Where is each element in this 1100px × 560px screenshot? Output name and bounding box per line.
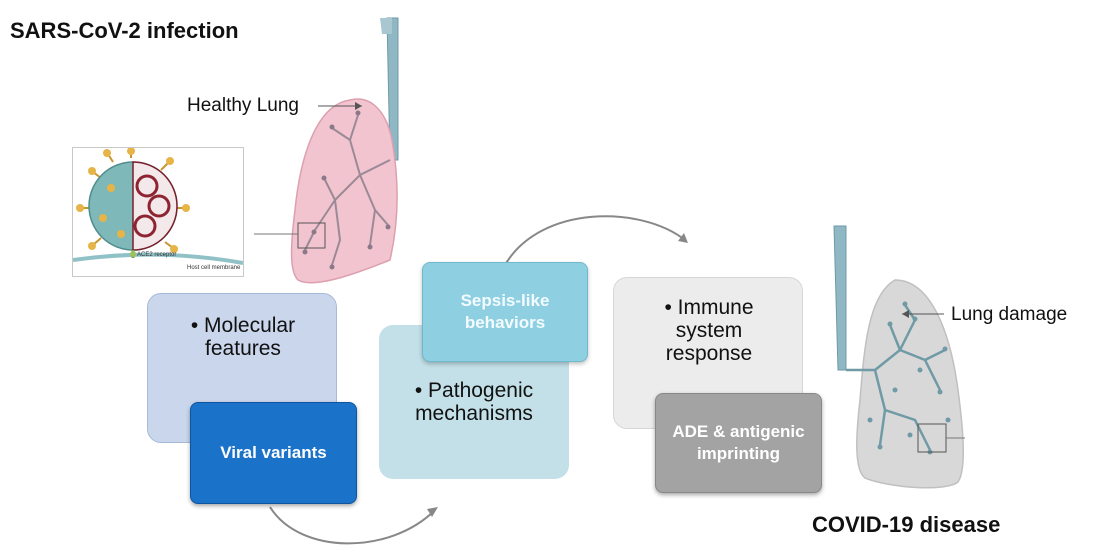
disease-title: COVID-19 disease [812, 512, 1001, 537]
flow-arrows [269, 215, 688, 545]
zoom-box [297, 222, 326, 249]
ade-imprinting-text: ADE & antigenic imprinting [672, 422, 805, 463]
viral-variants-text: Viral variants [220, 443, 327, 462]
molecular-features-text: • Molecular features [190, 314, 296, 360]
trachea-top [380, 18, 392, 34]
sars-cov-2-virus [73, 148, 243, 265]
viral-variants-box: Viral variants [190, 402, 357, 504]
trachea [386, 17, 399, 161]
damaged-lung-lobe [856, 279, 964, 489]
ade-imprinting-box: ADE & antigenic imprinting [655, 393, 822, 493]
sepsis-like-box: Sepsis-like behaviors [422, 262, 588, 362]
host-membrane-label: Host cell membrane [187, 265, 241, 271]
healthy-lung-label: Healthy Lung [187, 95, 299, 116]
arrow-top-arc [504, 215, 686, 266]
damaged-lung-illustration [833, 225, 965, 489]
lung-damage-label: Lung damage [951, 304, 1068, 325]
ace2-receptor-label: ACE2 receptor [137, 252, 177, 258]
infection-title: SARS-CoV-2 infection [10, 18, 239, 43]
virus-illustration: ACE2 receptor Host cell membrane [72, 147, 244, 277]
host-cell-membrane [73, 252, 243, 265]
arrow-bottom-arc [269, 506, 436, 545]
healthy-lung-illustration [254, 17, 399, 284]
trachea-damaged [833, 225, 847, 371]
bronchial-tree [304, 114, 391, 266]
pathogenic-mechanisms-text: • Pathogenic mechanisms [414, 379, 534, 425]
sepsis-like-text: Sepsis-like behaviors [460, 291, 550, 332]
immune-response-text: • Immune system response [664, 296, 754, 365]
